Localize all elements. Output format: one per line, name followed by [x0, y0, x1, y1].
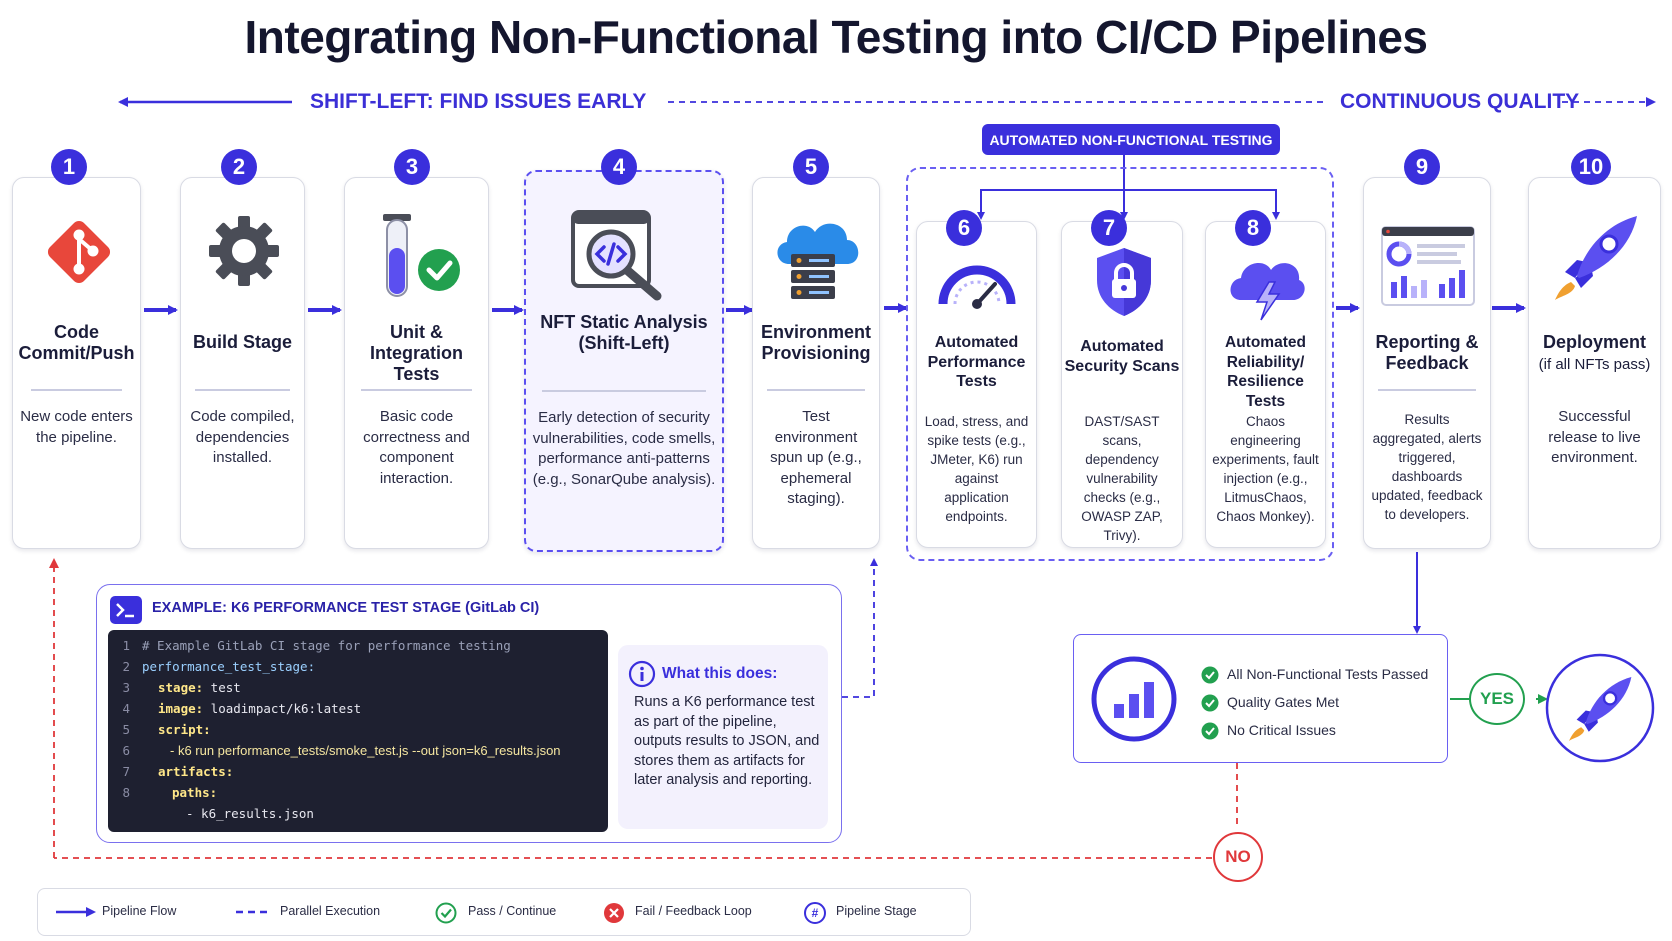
stage-card-10[interactable]: Deployment (if all NFTs pass) Successful…: [1528, 177, 1661, 549]
stage-badge-2: 2: [221, 149, 257, 185]
storm-cloud-icon: [1230, 263, 1305, 321]
code-line-6: - k6 run performance_tests/smoke_test.js…: [170, 743, 561, 758]
stage-card-6[interactable]: Automated Performance Tests Load, stress…: [916, 221, 1037, 548]
legend-dashed-line-icon: [236, 910, 272, 914]
legend-pass: Pass / Continue: [468, 904, 557, 918]
git-icon: [47, 220, 111, 284]
stage-badge-3: 3: [394, 149, 430, 185]
no-decision: NO: [1213, 832, 1263, 882]
stage-desc-2: Code compiled, dependencies installed.: [190, 408, 295, 466]
stage-desc-4: Early detection of security vulnerabilit…: [532, 409, 716, 488]
stage-badge-6: 6: [946, 210, 982, 246]
stage-desc-1: New code enters the pipeline.: [20, 408, 133, 446]
stage-card-4[interactable]: NFT Static Analysis (Shift-Left) Early d…: [524, 170, 724, 552]
terminal-icon: [110, 596, 142, 624]
test-tube-icon: [383, 214, 460, 297]
stage-card-1[interactable]: Code Commit/Push New code enters the pip…: [12, 177, 141, 549]
stage-title-3: Unit & Integration Tests: [370, 322, 463, 384]
stage-title-1: Code Commit/Push: [18, 322, 135, 363]
stage-badge-5: 5: [793, 149, 829, 185]
gate-item-3: No Critical Issues: [1227, 722, 1336, 738]
stage-title-10-main: Deployment: [1542, 332, 1647, 352]
stage-card-9[interactable]: Reporting & Feedback Results aggregated,…: [1363, 177, 1491, 549]
stage-desc-10: Successful release to live environment.: [1548, 408, 1641, 466]
stage-title-4: NFT Static Analysis (Shift-Left): [540, 312, 708, 353]
page-title: Integrating Non-Functional Testing into …: [244, 11, 1428, 63]
rocket-icon: [1555, 216, 1637, 300]
stage-desc-6: Load, stress, and spike tests (e.g., JMe…: [924, 414, 1029, 524]
gate-item-1: All Non-Functional Tests Passed: [1227, 666, 1429, 682]
yes-decision: YES: [1469, 673, 1525, 725]
stage-subtitle-10: (if all NFTs pass): [1538, 356, 1651, 373]
stage-title-6: Automated Performance Tests: [927, 334, 1026, 390]
stage-badge-10: 10: [1571, 149, 1611, 185]
stage-badge-7: 7: [1091, 210, 1127, 246]
stage-desc-9: Results aggregated, alerts triggered, da…: [1371, 412, 1483, 522]
code-key-paths: paths:: [172, 785, 218, 800]
stage-card-8[interactable]: Automated Reliability/ Resilience Tests …: [1205, 221, 1326, 548]
what-this-does-title: What this does:: [662, 665, 778, 682]
stage-badge-4: 4: [601, 149, 637, 185]
code-val-stage: test: [203, 680, 241, 695]
code-key-artifacts: artifacts:: [158, 764, 234, 779]
code-magnifier-icon: [571, 210, 662, 301]
gear-icon: [209, 216, 279, 286]
stage-card-3[interactable]: Unit & Integration Tests Basic code corr…: [344, 177, 489, 549]
code-val-image: loadimpact/k6:latest: [203, 701, 362, 716]
cloud-server-icon: [777, 223, 859, 299]
stage-card-5[interactable]: Environment Provisioning Test environmen…: [752, 177, 880, 549]
nft-group-frame: [906, 167, 1334, 561]
legend-fail-icon: [604, 903, 624, 923]
code-line-9: - k6_results.json: [186, 806, 314, 821]
stage-badge-9: 9: [1404, 149, 1440, 185]
code-key-image: image:: [158, 701, 204, 716]
legend-parallel: Parallel Execution: [280, 904, 381, 918]
stage-title-5: Environment Provisioning: [760, 322, 871, 363]
legend-pipeline-flow: Pipeline Flow: [102, 904, 177, 918]
stage-card-2[interactable]: Build Stage Code compiled, dependencies …: [180, 177, 305, 549]
legend-stage: Pipeline Stage: [836, 904, 917, 918]
example-header: EXAMPLE: K6 PERFORMANCE TEST STAGE (GitL…: [152, 600, 540, 616]
stage-desc-5: Test environment spun up (e.g., ephemera…: [770, 408, 862, 507]
dashboard-icon: [1381, 226, 1475, 306]
stage-badge-8: 8: [1235, 210, 1271, 246]
rocket-icon: [1545, 653, 1655, 763]
stage-desc-7: DAST/SAST scans, dependency vulnerabilit…: [1081, 414, 1163, 543]
check-icon: [1201, 694, 1219, 712]
stage-title-9: Reporting & Feedback: [1375, 332, 1479, 373]
code-key-stage: stage:: [158, 680, 204, 695]
check-icon: [1201, 666, 1219, 684]
what-this-does-text: Runs a K6 performance test as part of th…: [634, 694, 820, 788]
nft-group-label: AUTOMATED NON-FUNCTIONAL TESTING: [982, 124, 1280, 155]
stage-desc-3: Basic code correctness and component int…: [363, 408, 470, 487]
legend-solid-arrow-icon: [56, 907, 96, 917]
legend-stage-icon: #: [804, 902, 826, 924]
stage-card-7[interactable]: Automated Security Scans DAST/SAST scans…: [1061, 221, 1183, 548]
speedometer-icon: [938, 265, 1016, 309]
code-block: 1# Example GitLab CI stage for performan…: [108, 630, 608, 832]
code-line-2: performance_test_stage:: [142, 659, 316, 674]
legend-fail: Fail / Feedback Loop: [635, 904, 752, 918]
legend-check-icon: [435, 902, 457, 924]
check-icon: [1201, 722, 1219, 740]
stage-title-8: Automated Reliability/ Resilience Tests: [1225, 334, 1306, 410]
stage-desc-8: Chaos engineering experiments, fault inj…: [1212, 414, 1319, 524]
continuous-quality-label: CONTINUOUS QUALITY: [1340, 90, 1580, 113]
stage-title-2: Build Stage: [192, 332, 292, 352]
code-line-1: # Example GitLab CI stage for performanc…: [142, 638, 511, 653]
shield-lock-icon: [1097, 248, 1151, 316]
stage-badge-1: 1: [51, 149, 87, 185]
info-icon: [628, 660, 656, 688]
code-key-script: script:: [158, 722, 211, 737]
gate-item-2: Quality Gates Met: [1227, 694, 1340, 710]
shift-left-label: SHIFT-LEFT: FIND ISSUES EARLY: [310, 90, 647, 113]
stage-title-7: Automated Security Scans: [1064, 338, 1180, 375]
bar-chart-icon: [1091, 656, 1177, 742]
stage-title-10: Deployment (if all NFTs pass): [1529, 332, 1660, 375]
